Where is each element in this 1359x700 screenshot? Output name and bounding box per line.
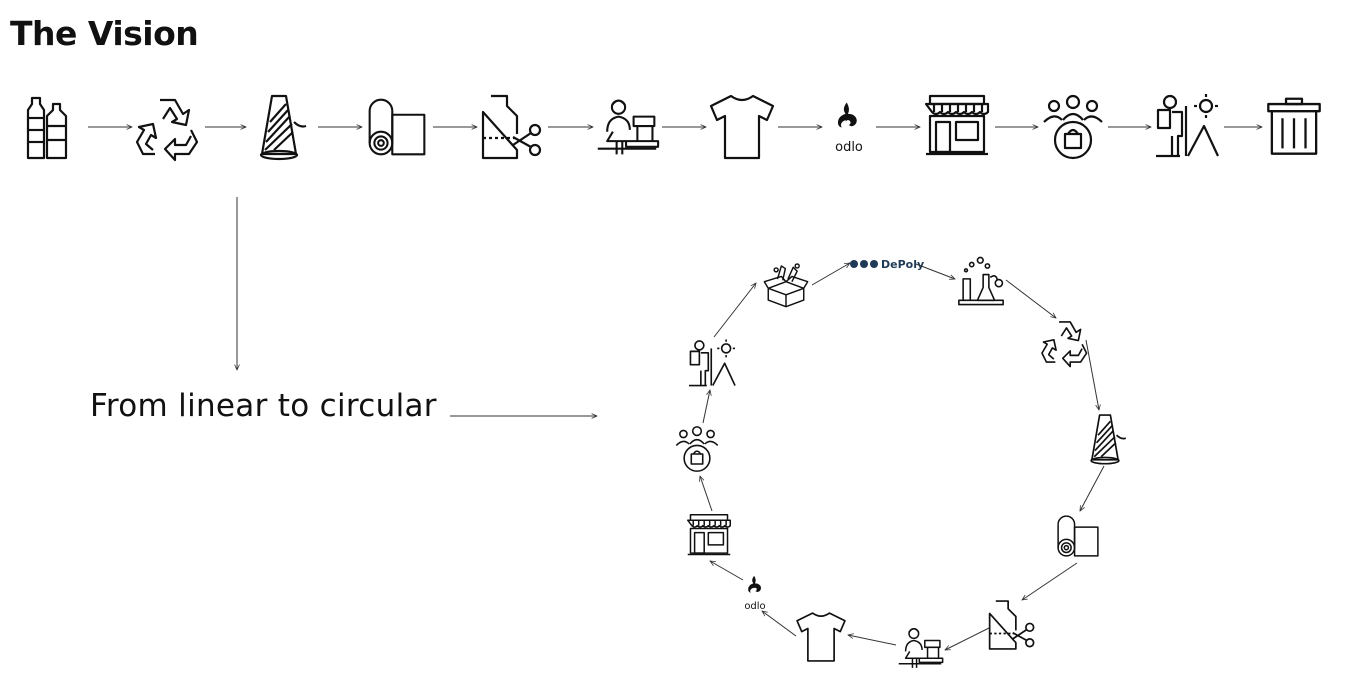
arrow: [710, 561, 744, 581]
arrow: [1085, 339, 1099, 410]
arrow: [713, 283, 756, 338]
circular-arrows: [700, 263, 1105, 651]
arrow: [1005, 279, 1056, 318]
customers-shopping-icon: [675, 426, 719, 472]
odlo-wordmark: odlo: [744, 601, 765, 612]
odlo-logo-icon: odlo: [744, 575, 766, 612]
trash-bin-icon: [1266, 97, 1322, 156]
tshirt-icon: [796, 612, 846, 662]
depoly-wordmark: DePoly: [881, 258, 924, 271]
donation-box-icon: [763, 263, 809, 308]
hiker-icon: [1154, 92, 1220, 158]
lab-flask-icon: [958, 256, 1004, 306]
depoly-logo-icon: DePoly: [850, 258, 924, 271]
page-title: The Vision: [10, 14, 199, 53]
arrow: [1022, 562, 1078, 600]
odlo-wordmark: odlo: [835, 140, 863, 155]
arrow: [811, 263, 850, 286]
circular-chain: DePoly odlo: [675, 256, 1127, 669]
sewing-icon: [596, 99, 660, 156]
arrow: [700, 476, 713, 512]
arrow: [1080, 465, 1105, 511]
odlo-logo-icon: odlo: [835, 102, 863, 155]
hiker-icon: [688, 338, 736, 387]
transition-label: From linear to circular: [90, 388, 437, 424]
linear-chain: odlo: [26, 92, 1322, 162]
recycle-icon: [135, 98, 199, 162]
fabric-roll-icon: [368, 98, 426, 156]
yarn-spool-icon: [1090, 414, 1127, 465]
bottles-icon: [26, 96, 68, 160]
sewing-icon: [897, 628, 944, 669]
customers-shopping-icon: [1042, 94, 1104, 160]
arrow: [702, 390, 710, 424]
store-icon: [686, 513, 732, 556]
arrow: [762, 611, 797, 637]
pattern-cutting-icon: [481, 94, 542, 160]
tshirt-icon: [709, 94, 775, 160]
store-icon: [924, 94, 990, 156]
fabric-roll-icon: [1057, 515, 1099, 557]
pattern-cutting-icon: [988, 600, 1035, 650]
arrow: [915, 263, 955, 279]
arrow: [848, 635, 897, 646]
yarn-spool-icon: [259, 94, 308, 161]
recycle-icon: [1041, 321, 1088, 368]
arrow: [945, 627, 990, 651]
